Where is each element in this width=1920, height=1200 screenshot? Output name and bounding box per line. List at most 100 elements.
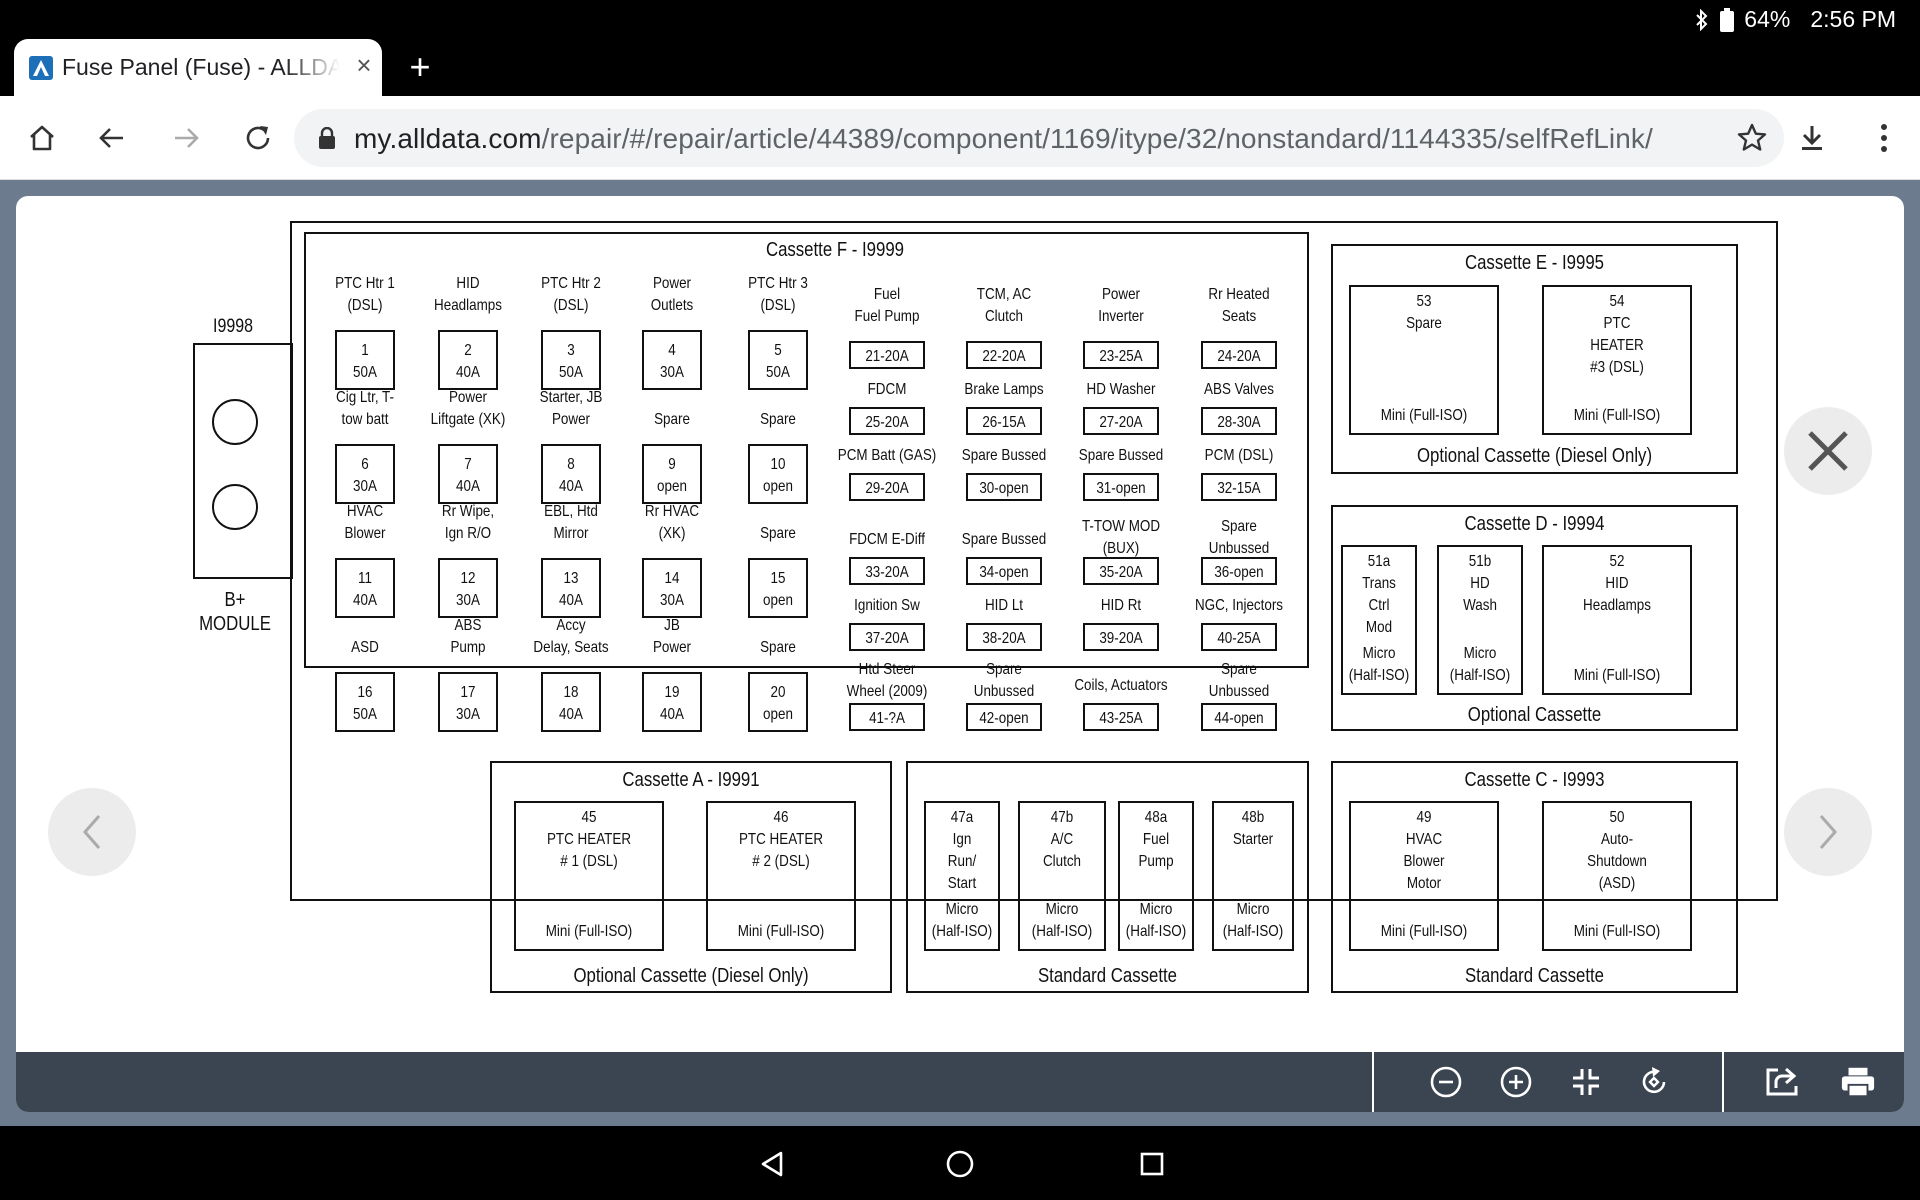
forward-arrow-icon[interactable] — [166, 118, 206, 158]
chevron-left-icon[interactable] — [48, 788, 136, 876]
mini-fuse-10 — [748, 444, 808, 504]
slot-type: Micro(Half-ISO) — [1450, 645, 1510, 684]
browser-tab[interactable]: Fuse Panel (Fuse) - ALLDATA Repair × — [14, 39, 382, 96]
new-tab-button[interactable]: + — [409, 46, 431, 87]
mini-fuse-8 — [541, 444, 601, 504]
blade-fuse-23 — [1083, 341, 1159, 369]
share-icon[interactable] — [1764, 1064, 1800, 1100]
cassette-d-slot — [1437, 545, 1523, 695]
chevron-right-icon[interactable] — [1784, 788, 1872, 876]
blade-fuse-40 — [1201, 623, 1277, 651]
cassette-f — [304, 232, 1309, 668]
browser-toolbar: my.alldata.com/repair/#/repair/article/4… — [0, 96, 1920, 180]
fuse-label: Coils, Actuators — [1074, 677, 1167, 694]
url-text[interactable]: my.alldata.com/repair/#/repair/article/4… — [354, 123, 1653, 155]
fuse-rating: 44-open — [1214, 710, 1263, 727]
star-icon[interactable] — [1732, 118, 1772, 158]
module-label: B+MODULE — [199, 588, 271, 635]
mini-fuse-3 — [541, 330, 601, 390]
three-dots-icon[interactable] — [1864, 118, 1904, 158]
fuse-label: Rr Wipe,Ign R/O — [442, 503, 494, 542]
fuse-label: Spare Bussed — [1079, 447, 1163, 464]
zoom-out-icon[interactable] — [1428, 1064, 1464, 1100]
fuse-label: HD Washer — [1087, 381, 1156, 398]
address-bar[interactable]: my.alldata.com/repair/#/repair/article/4… — [294, 109, 1784, 167]
slot-type: Micro(Half-ISO) — [932, 901, 992, 940]
cassette-c-slot — [1542, 801, 1692, 951]
android-back-icon[interactable] — [752, 1144, 792, 1184]
alldata-favicon-icon — [29, 56, 53, 80]
cassette-a-caption: Optional Cassette (Diesel Only) — [573, 964, 808, 987]
bluetooth-icon — [1696, 8, 1708, 31]
cassette-a-slot — [514, 801, 664, 951]
cassette-b — [906, 761, 1309, 993]
fuse-panel-outline — [290, 221, 1778, 901]
zoom-in-icon[interactable] — [1498, 1064, 1534, 1100]
mini-fuse-9 — [642, 444, 702, 504]
fuse-rating: 33-20A — [865, 564, 908, 581]
lock-icon[interactable] — [318, 127, 336, 149]
android-recents-icon[interactable] — [1132, 1144, 1172, 1184]
mini-fuse-7 — [438, 444, 498, 504]
fuse-label: Brake Lamps — [964, 381, 1043, 398]
fuse-label: Rr HVAC(XK) — [645, 503, 700, 542]
tab-close-icon[interactable]: × — [356, 50, 372, 80]
fuse-rating: 34-open — [979, 564, 1028, 581]
printer-icon[interactable] — [1840, 1064, 1876, 1100]
blade-fuse-22 — [966, 341, 1042, 369]
mini-fuse-15 — [748, 558, 808, 618]
blade-fuse-26 — [966, 407, 1042, 435]
slot-type: Mini (Full-ISO) — [1574, 923, 1661, 940]
back-arrow-icon[interactable] — [92, 118, 132, 158]
fit-screen-icon[interactable] — [1568, 1064, 1604, 1100]
blade-fuse-32 — [1201, 473, 1277, 501]
fuse-rating: 29-20A — [865, 480, 908, 497]
home-icon[interactable] — [22, 118, 62, 158]
mini-fuse-12 — [438, 558, 498, 618]
toolbar-divider — [1372, 1052, 1374, 1112]
cassette-b-slot — [1212, 801, 1294, 951]
android-home-icon[interactable] — [940, 1144, 980, 1184]
download-icon[interactable] — [1792, 118, 1832, 158]
cassette-b-caption: Standard Cassette — [1038, 964, 1177, 987]
cassette-d-slot — [1341, 545, 1417, 695]
slot-type: Mini (Full-ISO) — [1574, 667, 1661, 684]
blade-fuse-34 — [966, 557, 1042, 585]
slot-type: Micro(Half-ISO) — [1126, 901, 1186, 940]
fuse-rating: 22-20A — [982, 348, 1025, 365]
slot-type: Micro(Half-ISO) — [1349, 645, 1409, 684]
fuse-label: Ignition Sw — [854, 597, 920, 614]
rotate-icon[interactable] — [1636, 1064, 1672, 1100]
blade-fuse-43 — [1083, 703, 1159, 731]
close-x-icon[interactable] — [1784, 407, 1872, 495]
slot-type: Mini (Full-ISO) — [738, 923, 825, 940]
cassette-b-slot — [1118, 801, 1194, 951]
fuse-label: Spare — [654, 411, 690, 428]
reload-icon[interactable] — [238, 118, 278, 158]
cassette-d-slot — [1542, 545, 1692, 695]
module-stud — [212, 399, 258, 445]
fuse-rating: 25-20A — [865, 414, 908, 431]
